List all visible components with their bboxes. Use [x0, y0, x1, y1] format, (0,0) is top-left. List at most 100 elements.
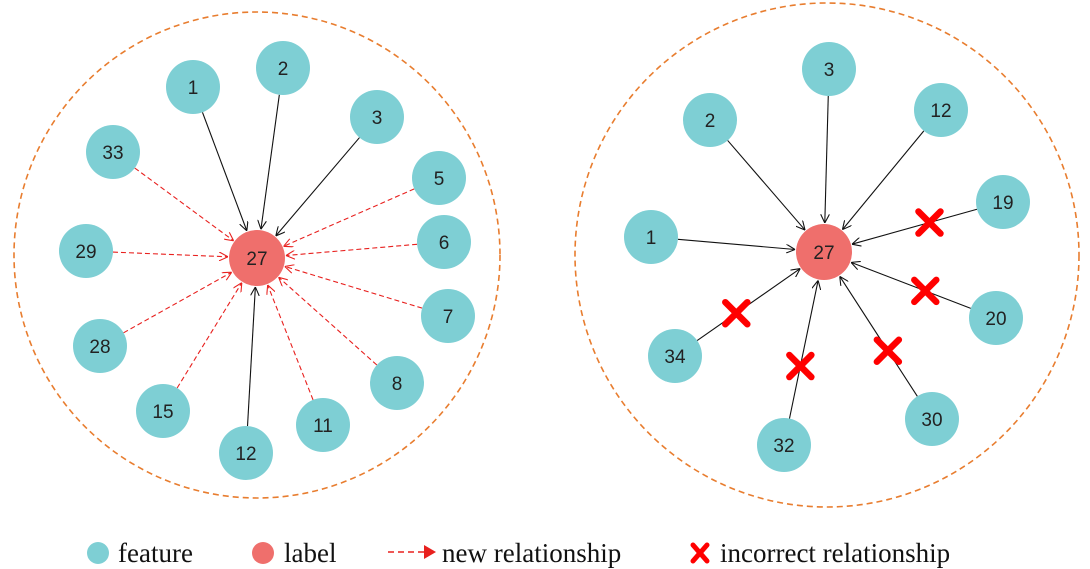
cross-stroke [873, 336, 903, 365]
label-node-circle [796, 224, 852, 280]
edge-29-to-27 [112, 251, 228, 257]
feature-node-label: 5 [434, 169, 445, 190]
feature-node-3: 3 [350, 90, 404, 144]
diagram-boundary [13, 11, 501, 499]
incorrect-relationship-cross-icon-34 [722, 298, 751, 328]
incorrect-relationship-cross-icon-20 [911, 276, 940, 306]
feature-node-7: 7 [421, 289, 475, 343]
feature-node-label: 1 [188, 78, 199, 99]
feature-node-label: 8 [392, 374, 403, 395]
feature-node-15: 15 [136, 384, 190, 438]
label-node-circle [229, 230, 285, 286]
edge-1-to-27 [677, 238, 795, 249]
edge-20-to-27 [851, 262, 971, 309]
feature-node-circle [802, 42, 856, 96]
feature-node-label: 7 [443, 307, 454, 328]
incorrect-relationship-cross-icon-32 [786, 351, 815, 381]
legend-label: label [252, 538, 336, 568]
feature-node-circle [648, 329, 702, 383]
feature-node-label: 34 [664, 347, 686, 368]
edge-1-to-27 [201, 112, 246, 231]
legend: feature label new relationship incorrect… [87, 538, 950, 568]
legend-new-relationship: new relationship [388, 538, 621, 568]
legend-label-label: label [284, 538, 336, 568]
edge-12-to-27 [246, 287, 256, 427]
feature-node-circle [905, 392, 959, 446]
feature-node-circle [417, 215, 471, 269]
edge-15-to-27 [176, 283, 242, 389]
legend-cross-icon [690, 542, 710, 564]
feature-node-circle [256, 41, 310, 95]
feature-node-label: 1 [646, 228, 657, 249]
feature-node-34: 34 [648, 329, 702, 383]
feature-node-label: 32 [773, 436, 794, 457]
feature-node-circle [73, 319, 127, 373]
feature-node-1: 1 [166, 60, 220, 114]
feature-node-circle [624, 210, 678, 264]
diagram-boundary [574, 2, 1080, 508]
edge-3-to-27 [276, 137, 360, 236]
legend-new-relationship-arrowhead [424, 545, 436, 559]
legend-feature: feature [87, 538, 193, 568]
legend-incorrect-relationship: incorrect relationship [690, 538, 950, 568]
feature-node-circle [757, 418, 811, 472]
feature-node-32: 32 [757, 418, 811, 472]
feature-node-label: 3 [824, 60, 835, 81]
feature-node-label: 12 [930, 101, 951, 122]
incorrect-relationship-cross-icon-30 [873, 336, 903, 365]
feature-node-28: 28 [73, 319, 127, 373]
feature-node-label: 19 [992, 193, 1013, 214]
edge-19-to-27 [852, 208, 978, 244]
legend-feature-swatch [87, 542, 109, 564]
legend-incorrect-relationship-label: incorrect relationship [720, 538, 950, 568]
feature-node-30: 30 [905, 392, 959, 446]
edge-32-to-27 [788, 280, 818, 419]
cross-stroke [722, 298, 751, 328]
legend-new-relationship-label: new relationship [442, 538, 621, 568]
cross-stroke [911, 276, 940, 306]
label-node-27: 27 [229, 230, 285, 286]
label-node-label: 27 [246, 249, 267, 270]
feature-node-circle [166, 60, 220, 114]
feature-node-circle [136, 384, 190, 438]
feature-node-6: 6 [417, 215, 471, 269]
edge-11-to-27 [268, 285, 314, 401]
cross-stroke [786, 351, 815, 381]
edges [112, 94, 423, 427]
feature-node-label: 11 [313, 416, 333, 437]
feature-node-1: 1 [624, 210, 678, 264]
incorrect-relationship-cross-icon-19 [915, 208, 944, 237]
feature-node-circle [914, 83, 968, 137]
feature-node-circle [219, 426, 273, 480]
edge-33-to-27 [134, 167, 234, 241]
edge-8-to-27 [279, 277, 378, 366]
feature-node-circle [683, 93, 737, 147]
feature-node-label: 3 [372, 108, 383, 129]
feature-node-label: 12 [235, 444, 256, 465]
feature-node-11: 11 [296, 398, 350, 452]
edge-2-to-27 [727, 140, 805, 230]
feature-node-label: 29 [75, 242, 96, 263]
feature-node-2: 2 [683, 93, 737, 147]
feature-node-label: 15 [152, 402, 173, 423]
feature-node-label: 30 [921, 410, 942, 431]
cross-stroke [915, 208, 944, 237]
feature-node-5: 5 [412, 151, 466, 205]
feature-node-circle [370, 356, 424, 410]
legend-feature-label: feature [118, 538, 193, 568]
feature-node-circle [296, 398, 350, 452]
feature-node-19: 19 [976, 175, 1030, 229]
feature-node-29: 29 [59, 224, 113, 278]
edge-5-to-27 [284, 188, 415, 246]
feature-node-12: 12 [219, 426, 273, 480]
legend-label-swatch [252, 542, 274, 564]
feature-node-circle [421, 289, 475, 343]
feature-node-circle [976, 175, 1030, 229]
feature-node-label: 2 [705, 111, 716, 132]
label-node-label: 27 [813, 243, 834, 264]
feature-node-label: 28 [89, 337, 110, 358]
edge-6-to-27 [286, 243, 418, 255]
